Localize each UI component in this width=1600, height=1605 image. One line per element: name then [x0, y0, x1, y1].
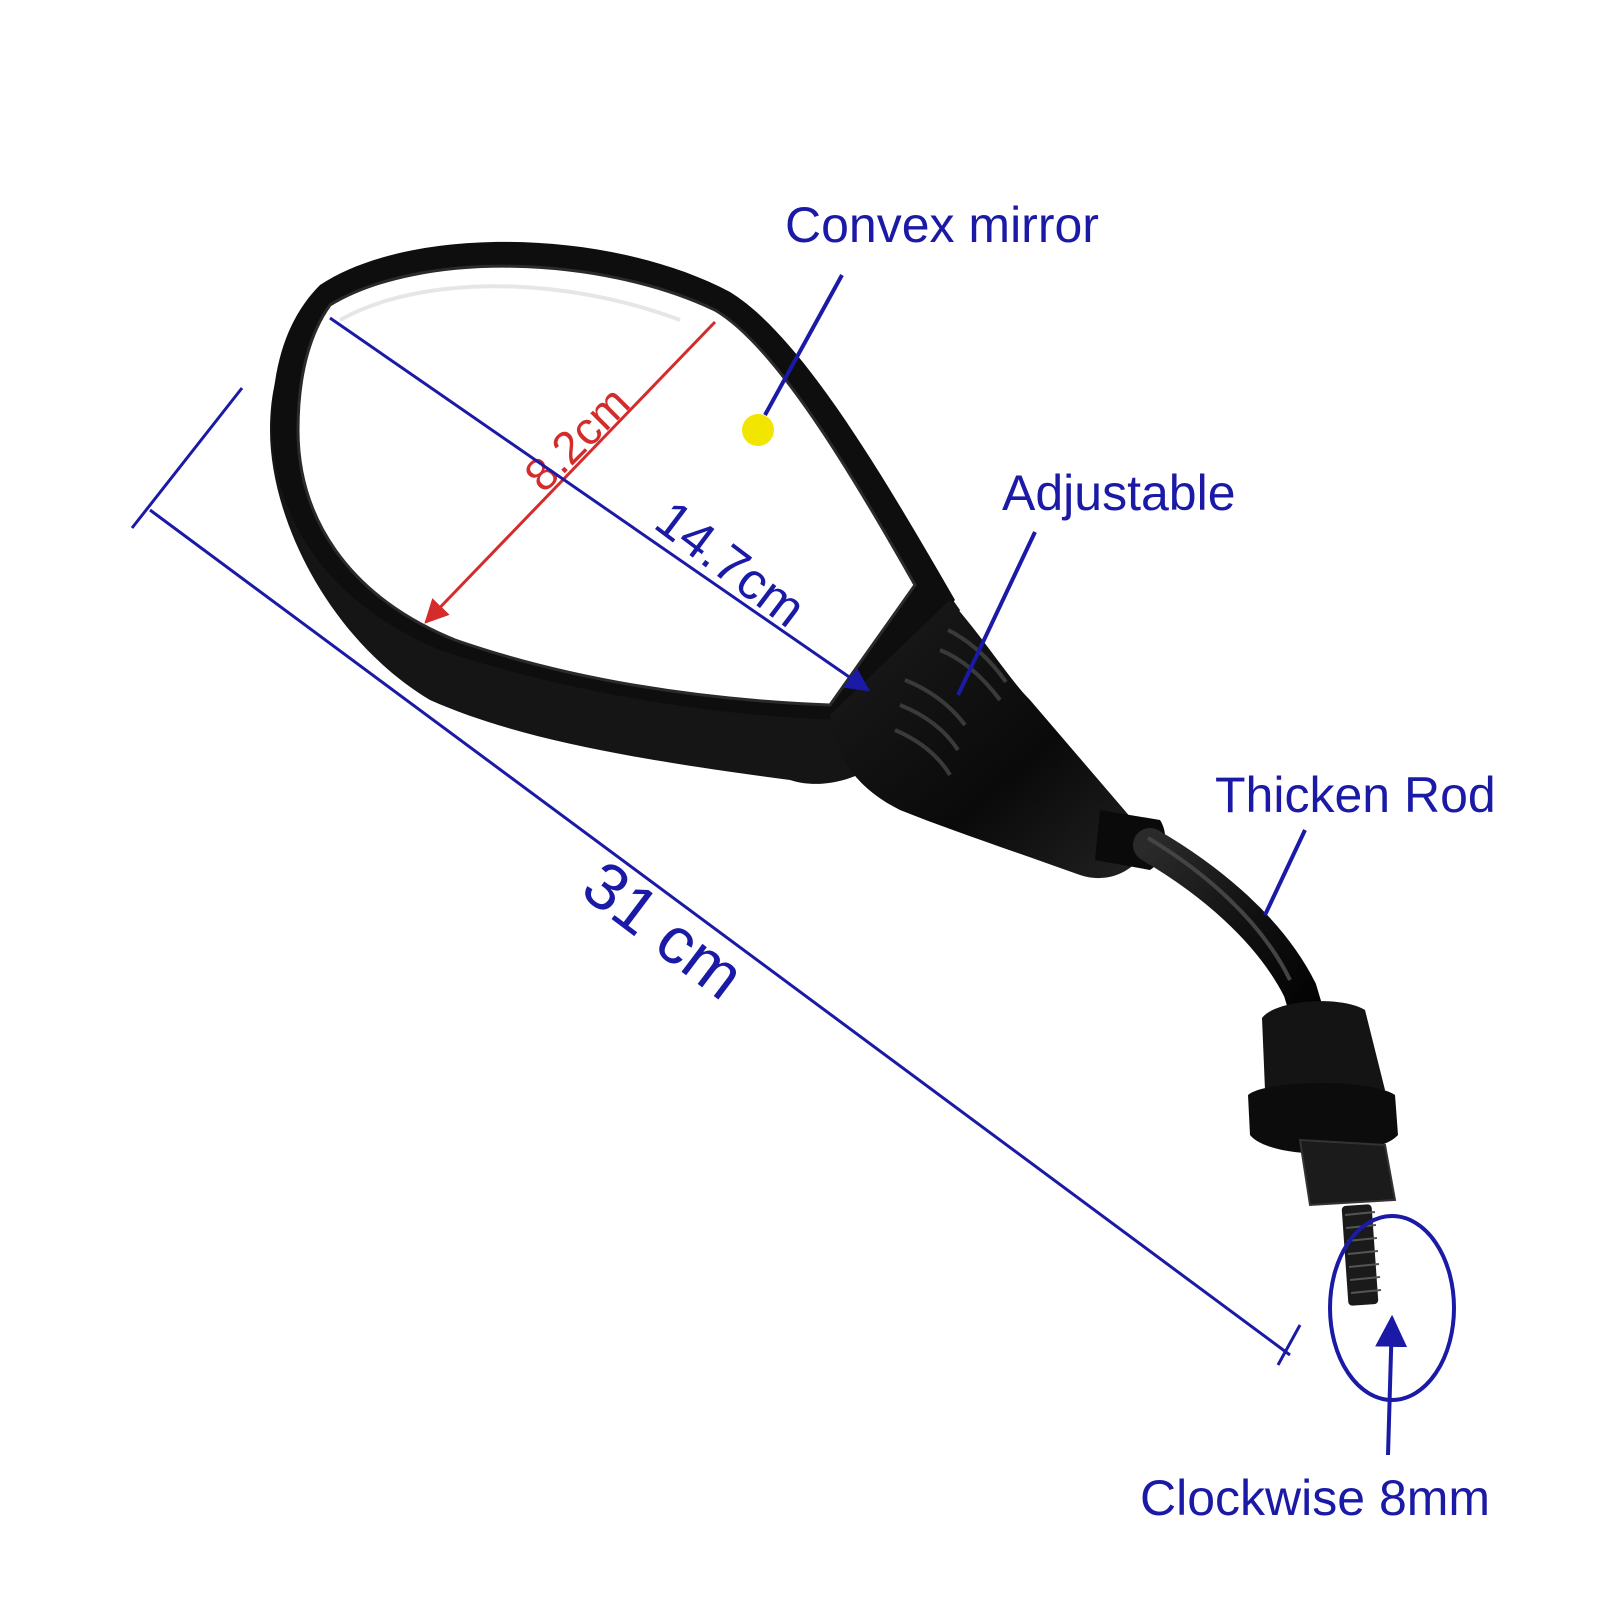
- thicken-rod-label: Thicken Rod: [1215, 767, 1496, 823]
- adjustable-callout: Adjustable: [956, 465, 1236, 696]
- bolt-highlight-circle: [1328, 1214, 1456, 1402]
- clockwise-leader: [1375, 1314, 1408, 1456]
- mount-boot-upper: [1262, 1001, 1385, 1105]
- clockwise-label: Clockwise 8mm: [1140, 1470, 1490, 1526]
- convex-mirror-callout: Convex mirror: [742, 197, 1099, 446]
- thicken-rod: [1133, 828, 1329, 1047]
- overall-dimension-line: [149, 508, 1291, 1357]
- convex-mirror-label: Convex mirror: [785, 197, 1099, 253]
- mount-boot-flange: [1248, 1082, 1398, 1154]
- length-dimension-line: [329, 316, 870, 692]
- hex-nut: [1298, 1138, 1397, 1207]
- adjustable-label: Adjustable: [1002, 465, 1236, 521]
- convex-mirror-marker: [742, 414, 774, 446]
- convex-mirror-leader: [763, 274, 844, 416]
- thicken-rod-callout: Thicken Rod: [1215, 767, 1496, 916]
- overall-tick-end: [1276, 1324, 1302, 1366]
- mirror-neck: [830, 600, 1150, 879]
- overall-tick-start: [130, 387, 244, 529]
- adjustable-ridges: [894, 628, 1008, 777]
- clockwise-callout: Clockwise 8mm: [1140, 1214, 1490, 1526]
- adjustable-leader: [956, 531, 1037, 696]
- thicken-rod-leader: [1263, 829, 1307, 916]
- width-dimension-line: [424, 320, 717, 624]
- overall-dimension-label: 31 cm: [570, 846, 758, 1013]
